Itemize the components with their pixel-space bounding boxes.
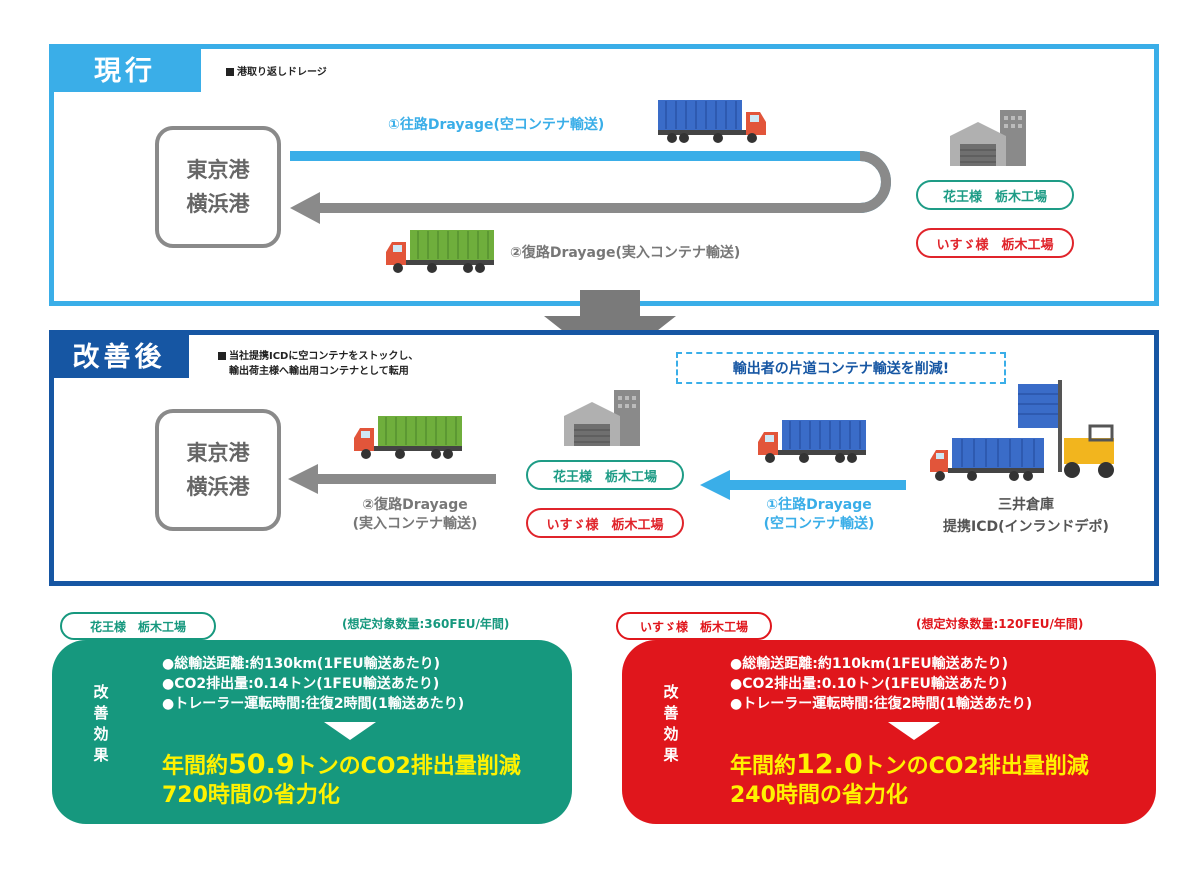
improved-isuzu-pill: いすゞ様 栃木工場: [526, 508, 684, 538]
return-arrowhead: [290, 192, 320, 224]
improved-return-arrow: [288, 464, 496, 494]
kao-bullet-co2: ●CO2排出量:0.14トン(1FEU輸送あたり): [162, 676, 440, 692]
kao-effect-label: 改善効果: [93, 683, 109, 764]
improved-outbound-label: ①往路Drayage (空コンテナ輸送): [763, 497, 875, 532]
current-kao-pill: 花王様 栃木工場: [916, 180, 1074, 210]
green-container-truck-icon: [386, 230, 494, 273]
green-container-truck-icon: [354, 416, 462, 459]
factory-icon: [950, 110, 1026, 166]
port-yokohama: 横浜港: [186, 192, 250, 216]
isuzu-effect-label: 改善効果: [663, 683, 679, 764]
isuzu-bullet-distance: ●総輸送距離:約110km(1FEU輸送あたり): [730, 656, 1008, 672]
current-panel: 現行 港取り返しドレージ 東京港 横浜港: [49, 44, 1159, 306]
kao-headline: 年間約50.9トンのCO2排出量削減 720時間の省力化: [162, 749, 521, 808]
isuzu-target: (想定対象数量:120FEU/年間): [916, 617, 1084, 631]
kao-result-card: 改善効果 ●総輸送距離:約130km(1FEU輸送あたり) ●CO2排出量:0.…: [52, 640, 572, 824]
isuzu-result-card: 改善効果 ●総輸送距離:約110km(1FEU輸送あたり) ●CO2排出量:0.…: [622, 640, 1156, 824]
current-note: 港取り返しドレージ: [226, 65, 327, 80]
improved-return-label: ②復路Drayage (実入コンテナ輸送): [352, 497, 478, 532]
callout-box: 輸出者の片道コンテナ輸送を削減!: [676, 352, 1006, 384]
kao-result-pill: 花王様 栃木工場: [60, 612, 216, 640]
isuzu-bullet-co2: ●CO2排出量:0.10トン(1FEU輸送あたり): [730, 676, 1008, 692]
blue-container-truck-icon: [758, 420, 866, 463]
isuzu-headline: 年間約12.0トンのCO2排出量削減 240時間の省力化: [730, 749, 1089, 808]
kao-result-arrow-icon: [324, 722, 376, 740]
port-tokyo: 東京港: [186, 441, 250, 465]
loop-turn: [859, 151, 891, 213]
current-return-label: ②復路Drayage(実入コンテナ輸送): [510, 245, 741, 261]
isuzu-result-arrow-icon: [888, 722, 940, 740]
port-tokyo: 東京港: [186, 158, 250, 182]
port-yokohama: 横浜港: [186, 475, 250, 499]
improved-tag: 改善後: [49, 330, 189, 378]
current-outbound-label: ①往路Drayage(空コンテナ輸送): [388, 117, 605, 133]
down-arrow-icon: [544, 290, 676, 368]
improved-port-box: 東京港 横浜港: [155, 409, 281, 531]
outbound-path: [290, 151, 891, 213]
current-port-box: 東京港 横浜港: [155, 126, 281, 248]
isuzu-bullet-time: ●トレーラー運転時間:往復2時間(1輸送あたり): [730, 696, 1033, 712]
isuzu-result-pill: いすゞ様 栃木工場: [616, 612, 772, 640]
current-isuzu-pill: いすゞ様 栃木工場: [916, 228, 1074, 258]
depot-label: 三井倉庫 提携ICD(インランドデポ): [943, 497, 1109, 535]
blue-container-truck-icon: [658, 100, 766, 143]
kao-target: (想定対象数量:360FEU/年間): [342, 617, 510, 631]
improved-note: 当社提携ICDに空コンテナをストックし、 輸出荷主様へ輸出用コンテナとして転用: [218, 349, 418, 379]
improved-kao-pill: 花王様 栃木工場: [526, 460, 684, 490]
improved-outbound-arrow: [700, 470, 906, 500]
factory-icon: [564, 390, 640, 446]
kao-bullet-distance: ●総輸送距離:約130km(1FEU輸送あたり): [162, 656, 440, 672]
kao-bullets: ●総輸送距離:約130km(1FEU輸送あたり) ●CO2排出量:0.14トン(…: [162, 654, 464, 714]
isuzu-bullets: ●総輸送距離:約110km(1FEU輸送あたり) ●CO2排出量:0.10トン(…: [730, 654, 1032, 714]
forklift-icon: [930, 380, 1114, 481]
kao-bullet-time: ●トレーラー運転時間:往復2時間(1輸送あたり): [162, 696, 465, 712]
current-tag: 現行: [49, 44, 201, 92]
